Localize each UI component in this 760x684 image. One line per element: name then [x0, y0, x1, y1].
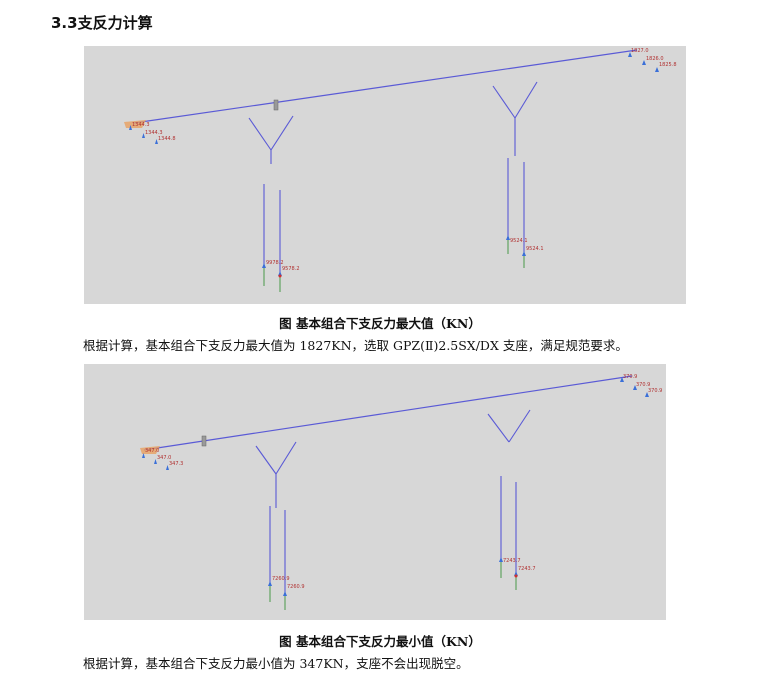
support-arrows	[142, 377, 649, 596]
support-arrows	[129, 52, 659, 276]
pier-1	[255, 441, 297, 594]
joint-marker	[273, 99, 279, 111]
label-pier2-b: 9524.1	[526, 246, 544, 252]
label-pier2-a: 7243.7	[503, 558, 521, 564]
label-pier2-a: 9524.1	[510, 238, 528, 244]
label-right-mid: 1826.0	[646, 56, 664, 62]
paragraph-max: 根据计算，基本组合下支反力最大值为 1827KN，选取 GPZ(Ⅱ)2.5SX/…	[83, 338, 628, 353]
label-pier1-b: 7260.9	[287, 584, 305, 590]
deck-line	[133, 49, 638, 124]
label-right-bot: 370.9	[648, 388, 662, 394]
deck-line	[143, 375, 633, 451]
pier-1-base	[269, 584, 286, 610]
figure-min-caption: 图 基本组合下支反力最小值（KN）	[279, 634, 481, 649]
label-pier2-b: 7243.7	[518, 566, 536, 572]
pier-1-base	[263, 268, 281, 292]
figure-min-reactions: 347.0 347.0 347.3 7260.9 7260.9 7243.7 7…	[84, 364, 666, 620]
section-heading: 3.3支反力计算	[51, 14, 153, 32]
pier-2	[492, 81, 538, 252]
label-left-bot: 1344.8	[158, 136, 176, 142]
left-end-marker	[124, 120, 146, 128]
label-left-top: 1344.3	[132, 122, 150, 128]
label-left-mid: 1344.3	[145, 130, 163, 136]
label-pier1-a: 9978.2	[266, 260, 284, 266]
bridge-model-min: 347.0 347.0 347.3 7260.9 7260.9 7243.7 7…	[140, 374, 662, 610]
label-left-bot: 347.3	[169, 461, 183, 467]
left-end-marker	[140, 446, 160, 454]
figure-max-reactions: 1344.3 1344.3 1344.8 9978.2 9578.2 9524.…	[84, 46, 686, 304]
label-pier1-b: 9578.2	[282, 266, 300, 272]
pier-1	[248, 115, 294, 274]
label-right-bot: 1825.8	[659, 62, 677, 68]
paragraph-min: 根据计算，基本组合下支反力最小值为 347KN，支座不会出现脱空。	[83, 656, 469, 671]
label-pier1-a: 7260.9	[272, 576, 290, 582]
label-right-top: 1827.0	[631, 48, 649, 54]
label-right-mid: 370.9	[636, 382, 650, 388]
reaction-dot	[514, 574, 518, 578]
pier-2-base	[500, 560, 517, 590]
figure-max-caption: 图 基本组合下支反力最大值（KN）	[279, 316, 481, 331]
pier-2	[487, 409, 531, 574]
reaction-dot	[278, 274, 282, 278]
bridge-model-max: 1344.3 1344.3 1344.8 9978.2 9578.2 9524.…	[124, 48, 677, 292]
label-right-top: 370.9	[623, 374, 637, 380]
label-left-top: 347.0	[145, 448, 159, 454]
label-left-mid: 347.0	[157, 455, 171, 461]
joint-marker	[201, 435, 207, 447]
